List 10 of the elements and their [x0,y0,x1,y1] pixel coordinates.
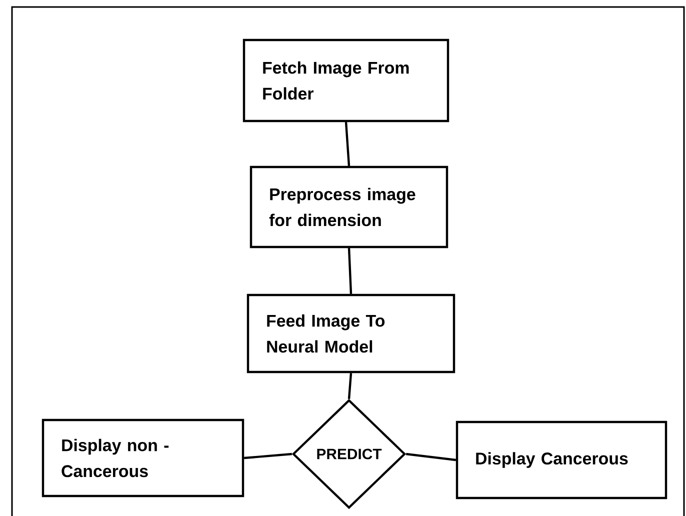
process-box: Preprocess image for dimension [250,166,448,248]
connector-line [406,452,456,462]
process-box: Feed Image To Neural Model [246,294,456,374]
connector-line [348,248,352,294]
connector-line [244,452,292,460]
connector-line [348,373,352,399]
process-box: Fetch Image From Folder [242,38,450,122]
connector-line [344,122,350,166]
process-box: Display Cancerous [456,420,668,500]
process-box: Display non - Cancerous [42,418,244,498]
